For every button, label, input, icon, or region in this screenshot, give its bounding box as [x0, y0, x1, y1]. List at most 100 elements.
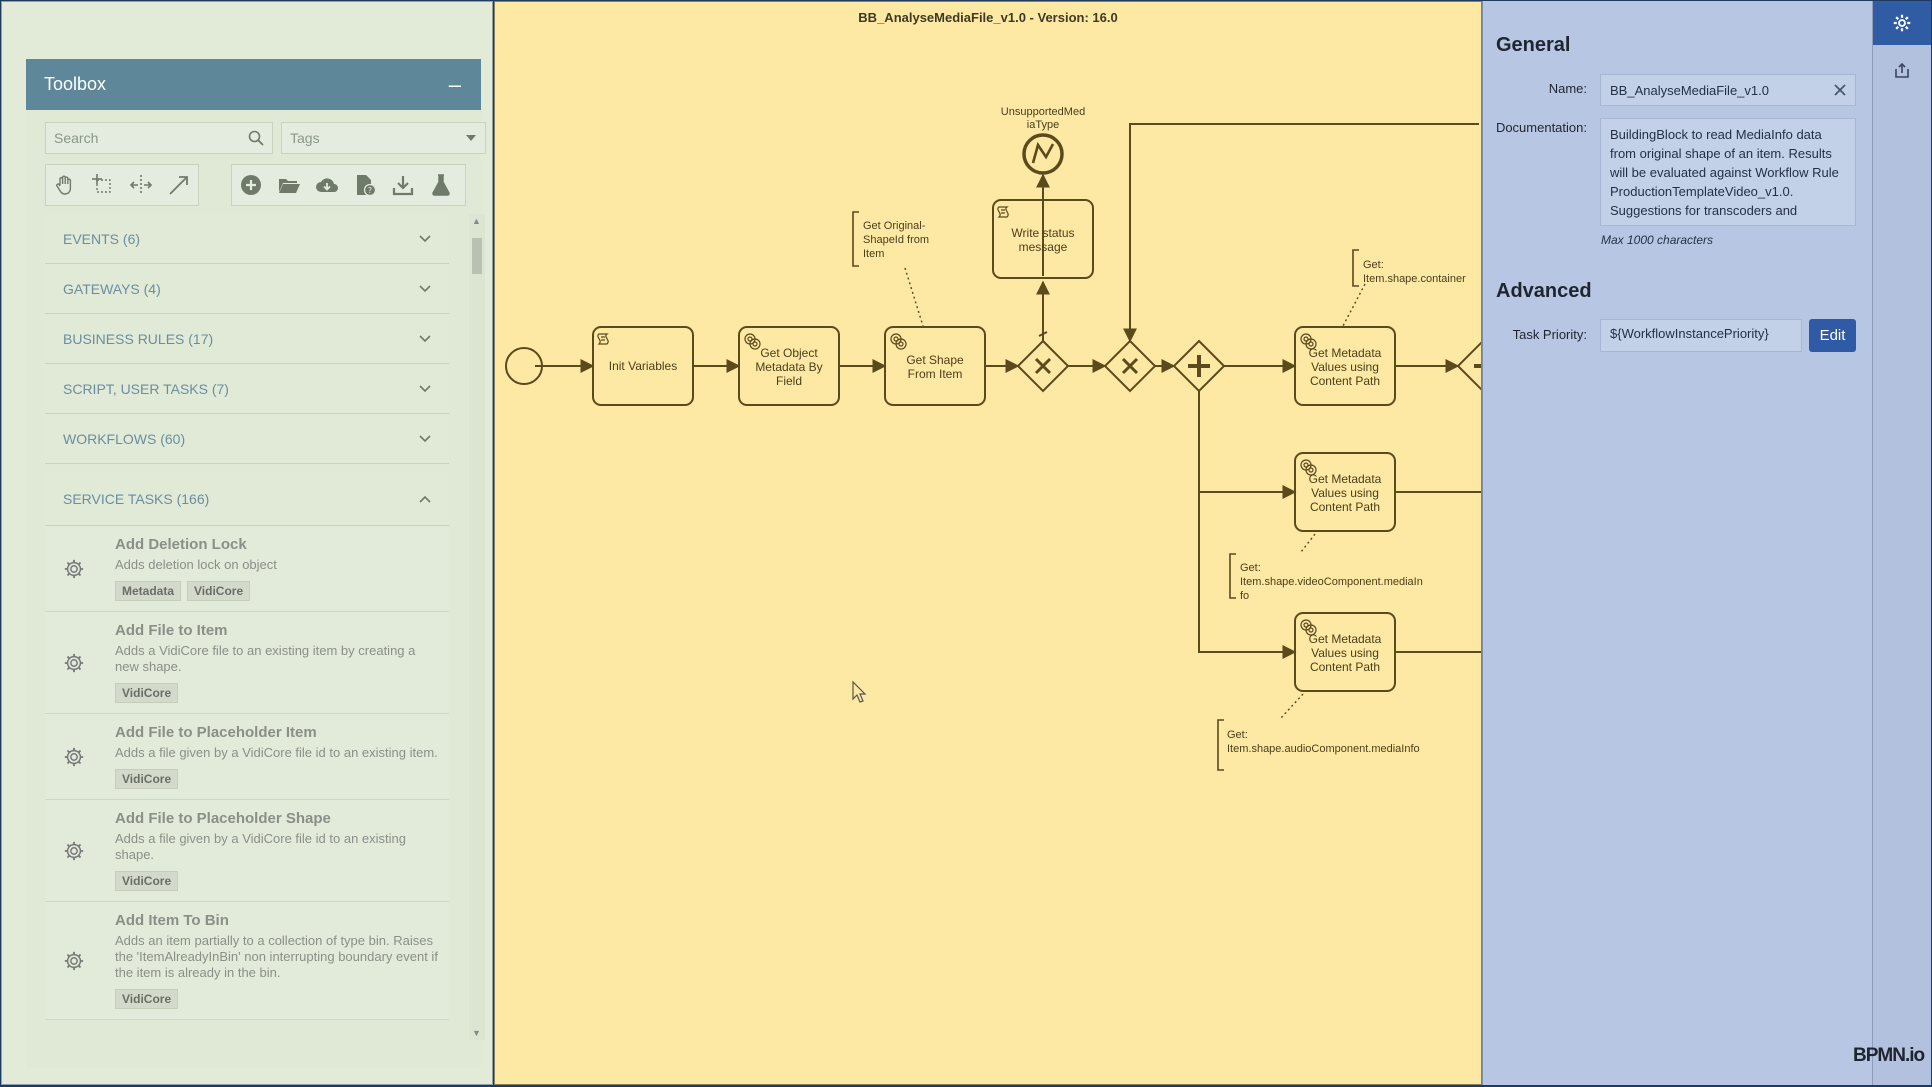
- documentation-field[interactable]: BuildingBlock to read MediaInfo data fro…: [1600, 118, 1856, 226]
- tag-badge: VidiCore: [115, 989, 179, 1009]
- gear-icon: [1893, 14, 1911, 32]
- task-label: Get Object: [760, 346, 818, 360]
- exclusive-gateway-2[interactable]: [1103, 339, 1157, 393]
- open-folder-button[interactable]: [270, 165, 308, 205]
- list-item[interactable]: Add File to Placeholder Item Adds a file…: [45, 714, 449, 800]
- edit-tools-group: [45, 164, 199, 206]
- annotation-text: Get Original-: [863, 220, 926, 232]
- tags-placeholder: Tags: [290, 130, 320, 146]
- sequence-flow[interactable]: [1198, 391, 1297, 499]
- diagram-canvas[interactable]: BB_AnalyseMediaFile_v1.0 - Version: 16.0: [494, 1, 1482, 1085]
- tab-export[interactable]: [1873, 51, 1931, 91]
- association[interactable]: [904, 267, 924, 327]
- cloud-download-button[interactable]: [308, 165, 346, 205]
- chevron-up-icon: [419, 495, 431, 503]
- lasso-icon: [92, 174, 111, 193]
- task-get-metadata-1[interactable]: [1294, 326, 1396, 406]
- annotation-text: ShapeId from: [863, 234, 929, 246]
- tag-badge: VidiCore: [115, 683, 179, 703]
- download-button[interactable]: [384, 165, 422, 205]
- list-item[interactable]: Add Deletion Lock Adds deletion lock on …: [45, 526, 449, 612]
- item-description: Adds a file given by a VidiCore file id …: [115, 831, 406, 862]
- bpmn-io-logo[interactable]: BPMN.io: [1853, 1045, 1925, 1066]
- hand-tool-button[interactable]: [46, 165, 84, 205]
- gear-icon: [64, 653, 84, 672]
- task-label: Content Path: [1310, 500, 1380, 514]
- task-label: Get Metadata: [1309, 472, 1382, 486]
- error-icon: [1031, 141, 1055, 164]
- item-description: Adds deletion lock on object: [115, 557, 277, 572]
- space-tool-button[interactable]: [122, 165, 160, 205]
- event-label: UnsupportedMed: [1001, 106, 1085, 118]
- item-title: Add File to Item: [115, 622, 228, 639]
- task-label: Init Variables: [609, 359, 677, 373]
- script-icon: [597, 333, 609, 345]
- error-end-event[interactable]: [1022, 133, 1064, 175]
- bpmn-diagram[interactable]: Init Variables Get Object Metadata By Fi…: [495, 2, 1482, 1085]
- association[interactable]: [1280, 693, 1304, 719]
- sequence-flow[interactable]: [1198, 482, 1297, 659]
- x-icon: [1121, 357, 1139, 375]
- sequence-flow[interactable]: [1123, 123, 1479, 343]
- search-placeholder: Search: [54, 130, 99, 146]
- gateway-partial[interactable]: [1456, 341, 1482, 391]
- category-script-user-tasks[interactable]: SCRIPT, USER TASKS (7): [45, 364, 449, 414]
- collapse-toolbox-button[interactable]: –: [448, 71, 461, 97]
- category-workflows[interactable]: WORKFLOWS (60): [45, 414, 449, 464]
- task-label: Get Shape: [906, 353, 964, 367]
- lasso-tool-button[interactable]: [84, 165, 122, 205]
- list-item[interactable]: Add Item To Bin Adds an item partially t…: [45, 902, 449, 1020]
- list-item[interactable]: Add File to Placeholder Shape Adds a fil…: [45, 800, 449, 902]
- gear-icon: [1300, 459, 1317, 476]
- task-init-variables[interactable]: [592, 326, 694, 406]
- download-icon: [392, 176, 414, 196]
- annotation-bracket: [1352, 249, 1359, 287]
- toolbox-scrollbar[interactable]: ▲ ▼: [469, 214, 485, 1040]
- clear-icon[interactable]: [1834, 84, 1846, 96]
- plus-circle-icon: [241, 175, 261, 195]
- new-diagram-button[interactable]: [232, 165, 270, 205]
- category-service-tasks[interactable]: SERVICE TASKS (166): [45, 472, 449, 526]
- task-label: From Item: [908, 367, 963, 381]
- edit-button[interactable]: Edit: [1809, 319, 1856, 352]
- association[interactable]: [1342, 283, 1366, 327]
- exclusive-gateway-1[interactable]: [1016, 339, 1070, 393]
- test-button[interactable]: [422, 165, 460, 205]
- name-field[interactable]: BB_AnalyseMediaFile_v1.0: [1600, 74, 1856, 106]
- chevron-down-icon: [419, 384, 431, 392]
- task-get-shape[interactable]: [884, 326, 986, 406]
- task-priority-field[interactable]: ${WorkflowInstancePriority}: [1600, 319, 1802, 352]
- name-value: BB_AnalyseMediaFile_v1.0: [1610, 82, 1769, 98]
- association[interactable]: [1300, 533, 1316, 553]
- file-question-icon: ?: [357, 175, 377, 197]
- scrollbar-thumb[interactable]: [472, 238, 482, 274]
- task-get-metadata-3[interactable]: [1294, 612, 1396, 692]
- chevron-down-icon: [419, 334, 431, 342]
- tags-select[interactable]: Tags: [281, 122, 486, 154]
- task-get-object-metadata[interactable]: [738, 326, 840, 406]
- annotation-bracket: [1229, 553, 1236, 599]
- item-title: Add File to Placeholder Shape: [115, 810, 331, 827]
- category-gateways[interactable]: GATEWAYS (4): [45, 264, 449, 314]
- category-label: BUSINESS RULES (17): [63, 330, 214, 347]
- connect-tool-button[interactable]: [160, 165, 198, 205]
- space-icon: [129, 175, 153, 195]
- file-help-button[interactable]: ?: [346, 165, 384, 205]
- search-input[interactable]: Search: [45, 122, 273, 154]
- item-title: Add File to Placeholder Item: [115, 724, 317, 741]
- documentation-label: Documentation:: [1495, 120, 1587, 135]
- list-item[interactable]: Add File to Item Adds a VidiCore file to…: [45, 612, 449, 714]
- task-get-metadata-2[interactable]: [1294, 452, 1396, 532]
- category-label: WORKFLOWS (60): [63, 430, 186, 447]
- max-chars-hint: Max 1000 characters: [1601, 233, 1714, 247]
- parallel-gateway[interactable]: [1172, 339, 1226, 393]
- start-event[interactable]: [505, 347, 543, 385]
- toolbox-panel: Toolbox – Search Tags: [1, 1, 493, 1085]
- category-events[interactable]: EVENTS (6): [45, 214, 449, 264]
- category-business-rules[interactable]: BUSINESS RULES (17): [45, 314, 449, 364]
- task-write-status[interactable]: [992, 199, 1094, 279]
- tab-settings[interactable]: [1873, 1, 1931, 45]
- scroll-down-icon[interactable]: ▼: [472, 1028, 481, 1038]
- tag-badge: VidiCore: [115, 769, 179, 789]
- scroll-up-icon[interactable]: ▲: [472, 216, 481, 226]
